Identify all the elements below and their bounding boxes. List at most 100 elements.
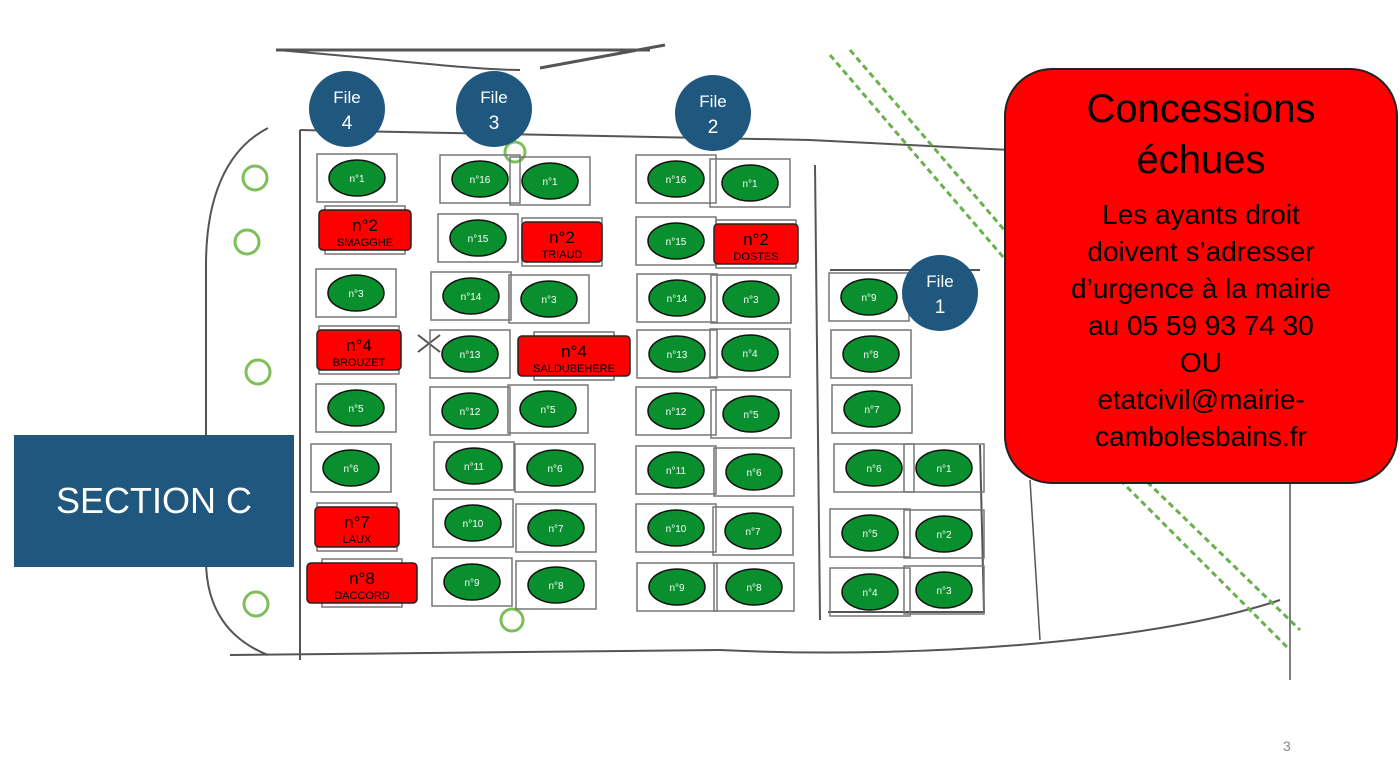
plot-marker: n°12: [647, 392, 705, 430]
plot-holder-name: LAUX: [343, 534, 372, 546]
notice-body-line: doivent s’adresser: [1087, 236, 1315, 267]
plot-number: n°2: [352, 216, 378, 235]
plot-frame: [429, 386, 511, 436]
plot-marker: n°7: [724, 512, 782, 550]
active-plot: [915, 449, 973, 487]
plot-marker: n°5: [519, 390, 577, 428]
plot-marker: n°1: [328, 159, 386, 197]
plot-frame: [831, 384, 913, 434]
plot-number: n°8: [548, 581, 564, 592]
notice-body-line: Les ayants droit: [1102, 199, 1300, 230]
active-plot: [441, 392, 499, 430]
active-plot: [725, 453, 783, 491]
plot-number: n°1: [936, 464, 952, 475]
plot-marker: n°15: [449, 219, 507, 257]
active-plot: [721, 334, 779, 372]
file-word: File: [480, 88, 507, 107]
plot-marker: n°6: [322, 449, 380, 487]
plot-number: n°14: [461, 292, 482, 303]
plot-marker: n°3: [722, 280, 780, 318]
plot-frame: [432, 498, 514, 548]
notice-body-line: cambolesbains.fr: [1095, 421, 1307, 452]
active-plot: [520, 280, 578, 318]
active-plot: [451, 160, 509, 198]
active-plot: [724, 512, 782, 550]
active-plot: [441, 335, 499, 373]
plot-frame: [833, 443, 915, 493]
plot-number: n°13: [667, 350, 688, 361]
plot-number: n°4: [742, 349, 758, 360]
plot-frame: [709, 158, 791, 208]
plot-holder-name: TRIAUD: [542, 249, 583, 261]
page-number: 3: [1283, 738, 1291, 754]
plot-number: n°3: [348, 289, 364, 300]
plot-marker: n°7: [527, 509, 585, 547]
tree-decoration: [233, 140, 527, 633]
notice-body-line: au 05 59 93 74 30: [1088, 310, 1314, 341]
plot-frame: [713, 562, 795, 612]
plot-marker: n°7: [843, 390, 901, 428]
plot-marker: n°8: [527, 566, 585, 604]
plot-number: n°4: [561, 342, 587, 361]
plot-frame: [635, 154, 717, 204]
plot-marker: n°15: [647, 222, 705, 260]
plot-number: n°7: [864, 405, 880, 416]
plot-marker: n°10: [647, 509, 705, 547]
plot-frame: [635, 445, 717, 495]
active-plot: [648, 568, 706, 606]
plot-holder-name: DACCORD: [334, 590, 390, 602]
expired-plot: [713, 223, 799, 265]
plots: n°1n°2SMAGGHEn°3n°4BROUZETn°5n°6n°7LAUXn…: [306, 159, 973, 611]
plot-frame: [316, 153, 398, 203]
plot-marker: n°1: [521, 162, 579, 200]
active-plot: [328, 159, 386, 197]
active-plot: [647, 222, 705, 260]
plot-holder-name: BROUZET: [333, 357, 386, 369]
active-plot: [843, 390, 901, 428]
plot-marker: n°5: [841, 514, 899, 552]
plot-frame: [829, 567, 911, 617]
plot-number: n°6: [746, 468, 762, 479]
active-plot: [442, 277, 500, 315]
active-plot: [647, 509, 705, 547]
plot-number: n°5: [540, 405, 556, 416]
plot-marker: n°16: [451, 160, 509, 198]
plot-number: n°7: [344, 513, 370, 532]
plot-number: n°4: [346, 336, 372, 355]
active-plot: [527, 566, 585, 604]
active-plot: [519, 390, 577, 428]
file-number: 2: [708, 117, 719, 138]
plot-frame: [315, 268, 397, 318]
active-plot: [722, 395, 780, 433]
active-plot: [443, 563, 501, 601]
expired-plot: [517, 335, 631, 377]
plot-number: n°7: [548, 524, 564, 535]
active-plot: [845, 449, 903, 487]
plot-marker: n°14: [442, 277, 500, 315]
hedge-decoration: [828, 49, 1302, 652]
active-plot: [322, 449, 380, 487]
plot-number: n°11: [666, 466, 686, 477]
plot-number: n°5: [862, 529, 878, 540]
file-word: File: [699, 92, 726, 111]
active-plot: [648, 279, 706, 317]
plot-number: n°6: [866, 464, 882, 475]
expired-plot: [318, 209, 412, 251]
plot-marker: n°12: [441, 392, 499, 430]
plot-frame: [636, 329, 718, 379]
plot-frame: [509, 156, 591, 206]
file-badge-circle: [902, 255, 978, 331]
plot-marker: n°2: [915, 515, 973, 553]
notice-body-line: etatcivil@mairie-: [1097, 384, 1305, 415]
plot-marker: n°4: [841, 573, 899, 611]
